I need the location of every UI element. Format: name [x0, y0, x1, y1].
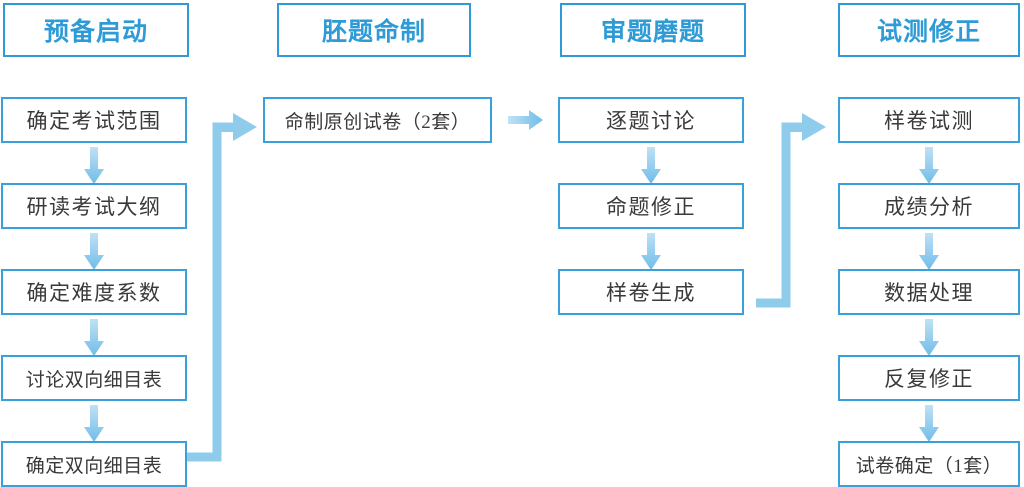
down-arrow-col4-1 [918, 147, 940, 185]
step-box-col2-1[interactable]: 命制原创试卷（2套） [263, 97, 492, 143]
step-box-col1-5[interactable]: 确定双向细目表 [1, 441, 187, 487]
step-box-col4-4[interactable]: 反复修正 [838, 355, 1020, 401]
step-box-col1-1[interactable]: 确定考试范围 [1, 97, 187, 143]
stage-header-3: 审题磨题 [560, 3, 746, 57]
connector-col1-to-col2 [187, 105, 263, 465]
down-arrow-col1-4 [83, 405, 105, 443]
step-box-col4-2[interactable]: 成绩分析 [838, 183, 1020, 229]
step-box-col3-3[interactable]: 样卷生成 [558, 269, 744, 315]
stage-header-1: 预备启动 [3, 3, 189, 57]
down-arrow-col4-4 [918, 405, 940, 443]
down-arrow-col3-2 [640, 233, 662, 271]
step-box-col3-1[interactable]: 逐题讨论 [558, 97, 744, 143]
step-box-col1-3[interactable]: 确定难度系数 [1, 269, 187, 315]
stage-header-2: 胚题命制 [277, 3, 471, 57]
down-arrow-col1-2 [83, 233, 105, 271]
connector-col2-to-col3 [508, 109, 543, 131]
step-box-col1-2[interactable]: 研读考试大纲 [1, 183, 187, 229]
stage-header-4: 试测修正 [838, 3, 1020, 57]
down-arrow-col3-1 [640, 147, 662, 185]
down-arrow-col4-3 [918, 319, 940, 357]
step-box-col4-3[interactable]: 数据处理 [838, 269, 1020, 315]
down-arrow-col4-2 [918, 233, 940, 271]
connector-col3-to-col4 [744, 105, 844, 315]
step-box-col1-4[interactable]: 讨论双向细目表 [1, 355, 187, 401]
down-arrow-col1-1 [83, 147, 105, 185]
step-box-col3-2[interactable]: 命题修正 [558, 183, 744, 229]
step-box-col4-5[interactable]: 试卷确定（1套） [838, 441, 1020, 487]
down-arrow-col1-3 [83, 319, 105, 357]
step-box-col4-1[interactable]: 样卷试测 [838, 97, 1020, 143]
